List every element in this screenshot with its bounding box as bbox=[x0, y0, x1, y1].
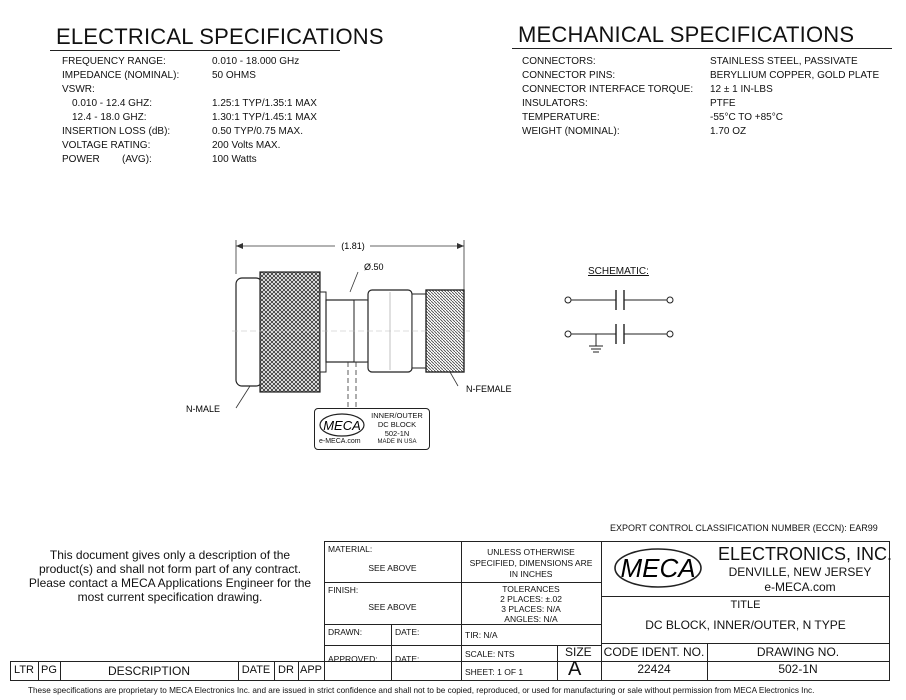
spec-label: FREQUENCY RANGE: bbox=[62, 56, 166, 67]
schematic-label: SCHEMATIC: bbox=[588, 266, 649, 277]
scale-value: SCALE: NTS bbox=[465, 649, 515, 659]
company-location: DENVILLE, NEW JERSEY bbox=[728, 565, 872, 579]
spec-value: PTFE bbox=[710, 98, 736, 109]
spec-label: VOLTAGE RATING: bbox=[62, 140, 151, 151]
approved-label: APPROVED: bbox=[328, 654, 378, 664]
spec-value: -55°C TO +85°C bbox=[710, 112, 783, 123]
spec-label: IMPEDANCE (NOMINAL): bbox=[62, 70, 180, 81]
rev-description-header: DESCRIPTION bbox=[107, 664, 190, 678]
label-plate-line1: INNER/OUTER bbox=[371, 411, 423, 420]
electrical-specs-title: ELECTRICAL SPECIFICATIONS bbox=[56, 24, 384, 49]
spec-value: 1.25:1 TYP/1.35:1 MAX bbox=[212, 98, 317, 109]
notice-line: This document gives only a description o… bbox=[49, 548, 291, 562]
mechanical-title-rule bbox=[512, 48, 892, 49]
finish-value: SEE ABOVE bbox=[368, 602, 417, 612]
size-value: A bbox=[568, 658, 582, 680]
length-dimension: (1.81) bbox=[341, 241, 365, 251]
sheet-value: SHEET: 1 OF 1 bbox=[465, 667, 524, 677]
spec-label: CONNECTOR INTERFACE TORQUE: bbox=[522, 84, 694, 95]
proprietary-footer: These specifications are proprietary to … bbox=[28, 686, 815, 695]
title-label: TITLE bbox=[730, 599, 761, 611]
connector-drawing: (1.81) Ø.50 N-MALE N-FEMALE bbox=[186, 240, 512, 422]
finish-label: FINISH: bbox=[328, 585, 359, 595]
svg-text:MECA: MECA bbox=[620, 553, 695, 583]
company-name: ELECTRONICS, INC. bbox=[718, 544, 893, 564]
label-plate: MECA e-MECA.com INNER/OUTER DC BLOCK 502… bbox=[314, 408, 430, 450]
spec-label: INSERTION LOSS (dB): bbox=[62, 126, 171, 137]
spec-value: 12 ± 1 IN-LBS bbox=[710, 84, 773, 95]
meca-logo-small: MECA bbox=[319, 413, 365, 437]
spec-value: 0.010 - 18.000 GHz bbox=[212, 56, 300, 67]
n-male-label: N-MALE bbox=[186, 404, 220, 414]
svg-text:MECA: MECA bbox=[323, 418, 361, 433]
diameter-dimension: Ø.50 bbox=[364, 262, 384, 272]
spec-label: INSULATORS: bbox=[522, 98, 588, 109]
spec-value: BERYLLIUM COPPER, GOLD PLATE bbox=[710, 70, 880, 81]
disclaimer-notice: This document gives only a description o… bbox=[20, 548, 320, 604]
spec-label: VSWR: bbox=[62, 84, 95, 95]
approved-date-label: DATE: bbox=[395, 654, 420, 664]
unless-otherwise-note: UNLESS OTHERWISE SPECIFIED, DIMENSIONS A… bbox=[469, 547, 593, 579]
title-value: DC BLOCK, INNER/OUTER, N TYPE bbox=[645, 618, 846, 632]
spec-value: 1.30:1 TYP/1.45:1 MAX bbox=[212, 112, 317, 123]
drawing-no-value: 502-1N bbox=[778, 662, 818, 676]
label-plate-line3: 502-1N bbox=[384, 429, 410, 438]
notice-line: most current specification drawing. bbox=[77, 590, 263, 604]
material-label: MATERIAL: bbox=[328, 544, 373, 554]
spec-value: STAINLESS STEEL, PASSIVATE bbox=[710, 56, 858, 67]
notice-line: product(s) and shall not form part of an… bbox=[38, 562, 302, 576]
spec-label: 0.010 - 12.4 GHZ: bbox=[72, 98, 153, 109]
spec-label: 12.4 - 18.0 GHZ: bbox=[72, 112, 147, 123]
rev-app-header: APP bbox=[299, 664, 322, 676]
meca-logo: MECA bbox=[614, 548, 702, 588]
spec-value: 1.70 OZ bbox=[710, 126, 747, 137]
drawing-no-label: DRAWING NO. bbox=[756, 645, 840, 659]
tolerances-note: TOLERANCES 2 PLACES: ±.02 3 PLACES: N/A … bbox=[500, 584, 562, 624]
notice-line: Please contact a MECA Applications Engin… bbox=[28, 576, 312, 590]
spec-value: 0.50 TYP/0.75 MAX. bbox=[212, 126, 303, 137]
rev-ltr-header: LTR bbox=[14, 664, 34, 676]
rev-date-header: DATE bbox=[241, 664, 271, 676]
rev-dr-header: DR bbox=[278, 664, 294, 676]
spec-value: 100 Watts bbox=[212, 154, 257, 165]
spec-value: 200 Volts MAX. bbox=[212, 140, 281, 151]
export-control: EXPORT CONTROL CLASSIFICATION NUMBER (EC… bbox=[610, 523, 878, 533]
spec-label: CONNECTOR PINS: bbox=[522, 70, 616, 81]
electrical-title-rule bbox=[50, 50, 340, 51]
schematic-diagram bbox=[564, 290, 674, 353]
mechanical-specs-title: MECHANICAL SPECIFICATIONS bbox=[518, 22, 855, 47]
size-label: SIZE bbox=[565, 645, 592, 659]
drawn-label: DRAWN: bbox=[328, 627, 363, 637]
label-plate-line2: DC BLOCK bbox=[377, 420, 417, 429]
label-plate-line4: MADE IN USA bbox=[377, 439, 417, 445]
code-ident-label: CODE IDENT. NO. bbox=[603, 645, 705, 659]
tir-value: TIR: N/A bbox=[465, 630, 498, 640]
spec-label: CONNECTORS: bbox=[522, 56, 596, 67]
label-plate-url: e-MECA.com bbox=[319, 438, 361, 445]
drawn-date-label: DATE: bbox=[395, 627, 420, 637]
n-female-label: N-FEMALE bbox=[466, 384, 512, 394]
spec-label: POWER (AVG): bbox=[62, 154, 152, 165]
rev-pg-header: PG bbox=[41, 664, 57, 676]
company-web: e-MECA.com bbox=[764, 580, 836, 594]
spec-label: WEIGHT (NOMINAL): bbox=[522, 126, 620, 137]
material-value: SEE ABOVE bbox=[368, 563, 417, 573]
spec-value: 50 OHMS bbox=[212, 70, 256, 81]
code-ident-value: 22424 bbox=[637, 662, 671, 676]
spec-label: TEMPERATURE: bbox=[522, 112, 600, 123]
